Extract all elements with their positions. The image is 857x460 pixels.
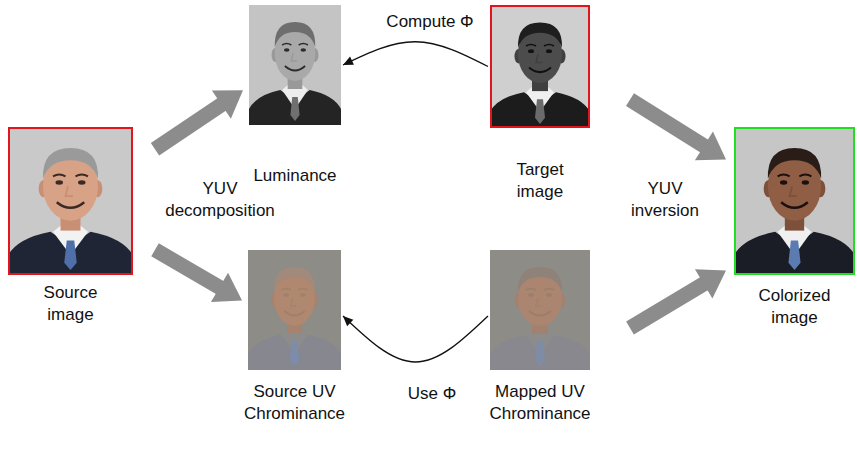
luminance-photo xyxy=(249,5,341,125)
photo-frame: Colorized image xyxy=(734,127,855,275)
step-label: YUV inversion xyxy=(619,178,711,222)
image-caption: Target image xyxy=(500,159,580,203)
arrow-head xyxy=(343,57,354,65)
arrow-head xyxy=(695,131,726,160)
image-caption: Colorized image xyxy=(749,285,841,329)
colorized-photo xyxy=(734,127,855,275)
arrow-head xyxy=(695,269,726,298)
arrow-shaft xyxy=(630,100,708,149)
arrow-shaft xyxy=(155,102,226,149)
photo-frame: Target image xyxy=(490,5,590,128)
process-arrow xyxy=(630,100,726,161)
image-caption: Source image xyxy=(31,282,111,326)
process-arrow xyxy=(155,90,243,149)
source-photo xyxy=(8,127,133,275)
arrow-head xyxy=(343,316,353,326)
arrow-shaft xyxy=(155,250,224,290)
process-arrow xyxy=(630,269,726,328)
target-photo xyxy=(490,5,590,128)
image-caption: Luminance xyxy=(240,165,350,187)
edge-label: Compute Φ xyxy=(383,12,476,32)
edge-label: Use Φ xyxy=(405,384,460,404)
image-panel: Mapped UV Chrominance xyxy=(490,250,590,370)
arrow-curve xyxy=(343,316,488,362)
step-label: YUV decomposition xyxy=(154,178,286,222)
arrow-shaft xyxy=(630,281,708,328)
image-caption: Source UV Chrominance xyxy=(241,381,349,425)
mapped-chrominance-map xyxy=(490,250,590,370)
photo-frame: Source image xyxy=(8,127,133,275)
process-arrow xyxy=(155,250,242,302)
arrow-head xyxy=(211,273,242,302)
image-panel: Luminance xyxy=(249,5,341,125)
image-caption: Mapped UV Chrominance xyxy=(486,381,594,425)
image-panel: Source UV Chrominance xyxy=(248,250,341,370)
arrow-head xyxy=(212,90,243,119)
arrow-curve xyxy=(343,42,488,67)
mapping-arrow xyxy=(343,316,488,362)
mapping-arrow xyxy=(343,42,488,67)
source-chrominance-map xyxy=(248,250,341,370)
